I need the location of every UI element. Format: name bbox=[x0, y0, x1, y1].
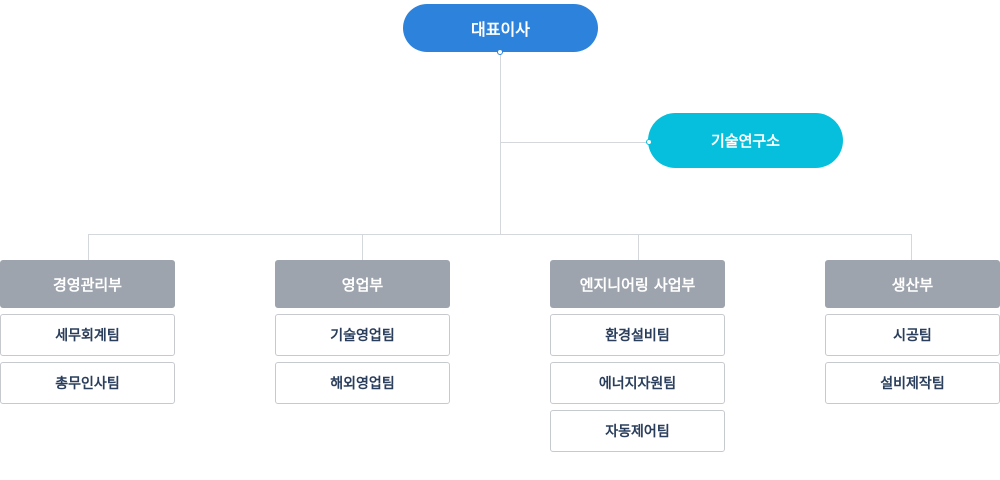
lab-branch-line bbox=[500, 142, 650, 143]
dept-header: 생산부 bbox=[825, 260, 1000, 308]
team-box: 시공팀 bbox=[825, 314, 1000, 356]
team-name: 세무회계팀 bbox=[55, 328, 120, 344]
dept-drop-line-4 bbox=[911, 234, 912, 260]
team-name: 시공팀 bbox=[893, 328, 932, 344]
team-box: 해외영업팀 bbox=[275, 362, 450, 404]
dept-column-engineering: 엔지니어링 사업부 환경설비팀 에너지자원팀 자동제어팀 bbox=[550, 260, 725, 458]
dept-name: 생산부 bbox=[891, 275, 934, 294]
ceo-trunk-line bbox=[500, 52, 501, 234]
team-name: 총무인사팀 bbox=[55, 376, 120, 392]
lab-connector-dot bbox=[646, 139, 652, 145]
research-lab-node: 기술연구소 bbox=[648, 113, 843, 168]
team-name: 설비제작팀 bbox=[880, 376, 945, 392]
team-name: 에너지자원팀 bbox=[598, 376, 677, 392]
research-lab-label: 기술연구소 bbox=[710, 132, 780, 150]
dept-column-management: 경영관리부 세무회계팀 총무인사팀 bbox=[0, 260, 175, 410]
ceo-label: 대표이사 bbox=[471, 20, 530, 39]
team-box: 자동제어팀 bbox=[550, 410, 725, 452]
team-box: 환경설비팀 bbox=[550, 314, 725, 356]
dept-header: 경영관리부 bbox=[0, 260, 175, 308]
team-box: 기술영업팀 bbox=[275, 314, 450, 356]
team-box: 세무회계팀 bbox=[0, 314, 175, 356]
dept-column-production: 생산부 시공팀 설비제작팀 bbox=[825, 260, 1000, 410]
dept-name: 엔지니어링 사업부 bbox=[579, 275, 696, 294]
team-box: 설비제작팀 bbox=[825, 362, 1000, 404]
team-name: 기술영업팀 bbox=[330, 328, 395, 344]
team-box: 에너지자원팀 bbox=[550, 362, 725, 404]
dept-bus-line bbox=[88, 234, 912, 235]
ceo-connector-dot bbox=[497, 49, 503, 55]
dept-drop-line-1 bbox=[88, 234, 89, 260]
dept-drop-line-2 bbox=[362, 234, 363, 260]
team-name: 해외영업팀 bbox=[330, 376, 395, 392]
dept-header: 엔지니어링 사업부 bbox=[550, 260, 725, 308]
dept-column-sales: 영업부 기술영업팀 해외영업팀 bbox=[275, 260, 450, 410]
team-name: 자동제어팀 bbox=[605, 424, 670, 440]
dept-header: 영업부 bbox=[275, 260, 450, 308]
dept-name: 경영관리부 bbox=[52, 275, 122, 294]
ceo-node: 대표이사 bbox=[403, 4, 598, 52]
dept-drop-line-3 bbox=[638, 234, 639, 260]
team-name: 환경설비팀 bbox=[605, 328, 670, 344]
dept-name: 영업부 bbox=[341, 275, 384, 294]
team-box: 총무인사팀 bbox=[0, 362, 175, 404]
